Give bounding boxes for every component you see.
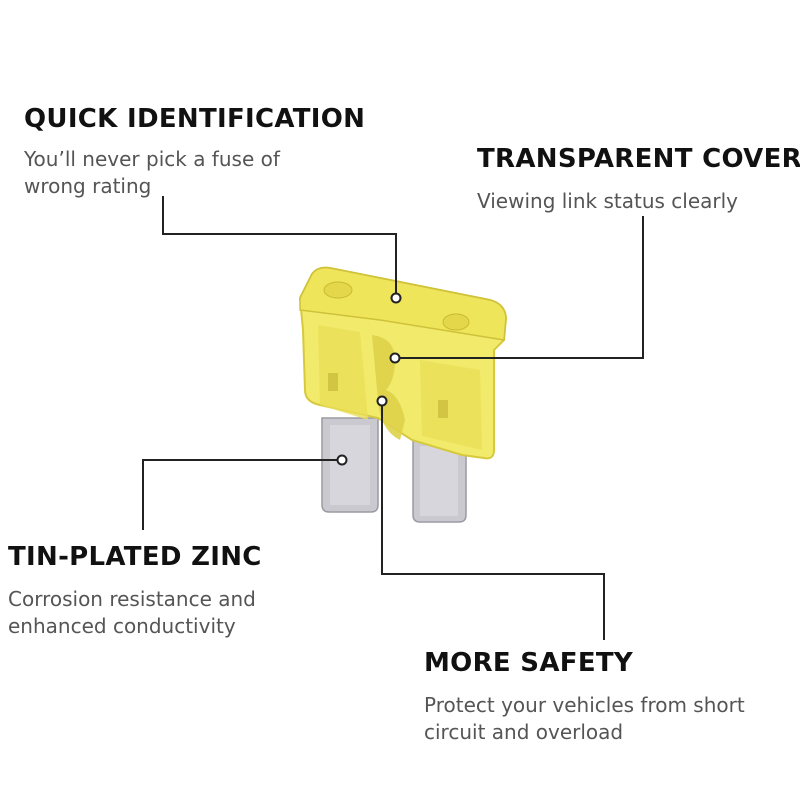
feature-title: TIN-PLATED ZINC xyxy=(8,542,262,572)
feature-description: Viewing link status clearly xyxy=(477,189,739,213)
leader-quick-identification xyxy=(162,196,397,296)
leader-transparent-cover xyxy=(395,216,644,359)
feature-transparent-cover: TRANSPARENT COVER Viewing link status cl… xyxy=(477,144,800,215)
leader-dots xyxy=(336,292,402,466)
yellow-blade-fuse-icon xyxy=(298,266,508,523)
feature-title: TRANSPARENT COVER xyxy=(477,144,800,174)
leader-lines xyxy=(142,196,644,640)
feature-description: Corrosion resistance and enhanced conduc… xyxy=(8,587,256,638)
leader-more-safety xyxy=(381,401,605,640)
feature-quick-identification: QUICK IDENTIFICATION You’ll never pick a… xyxy=(24,104,365,200)
fuse-link xyxy=(372,335,405,440)
feature-title: QUICK IDENTIFICATION xyxy=(24,104,366,134)
feature-more-safety: MORE SAFETY Protect your vehicles from s… xyxy=(424,648,745,746)
feature-tin-plated-zinc: TIN-PLATED ZINC Corrosion resistance and… xyxy=(8,542,262,640)
leader-tin-plated-zinc xyxy=(142,459,342,530)
feature-description: Protect your vehicles from short circuit… xyxy=(424,693,745,744)
feature-title: MORE SAFETY xyxy=(424,648,634,678)
feature-description: You’ll never pick a fuse of wrong rating xyxy=(24,147,280,198)
